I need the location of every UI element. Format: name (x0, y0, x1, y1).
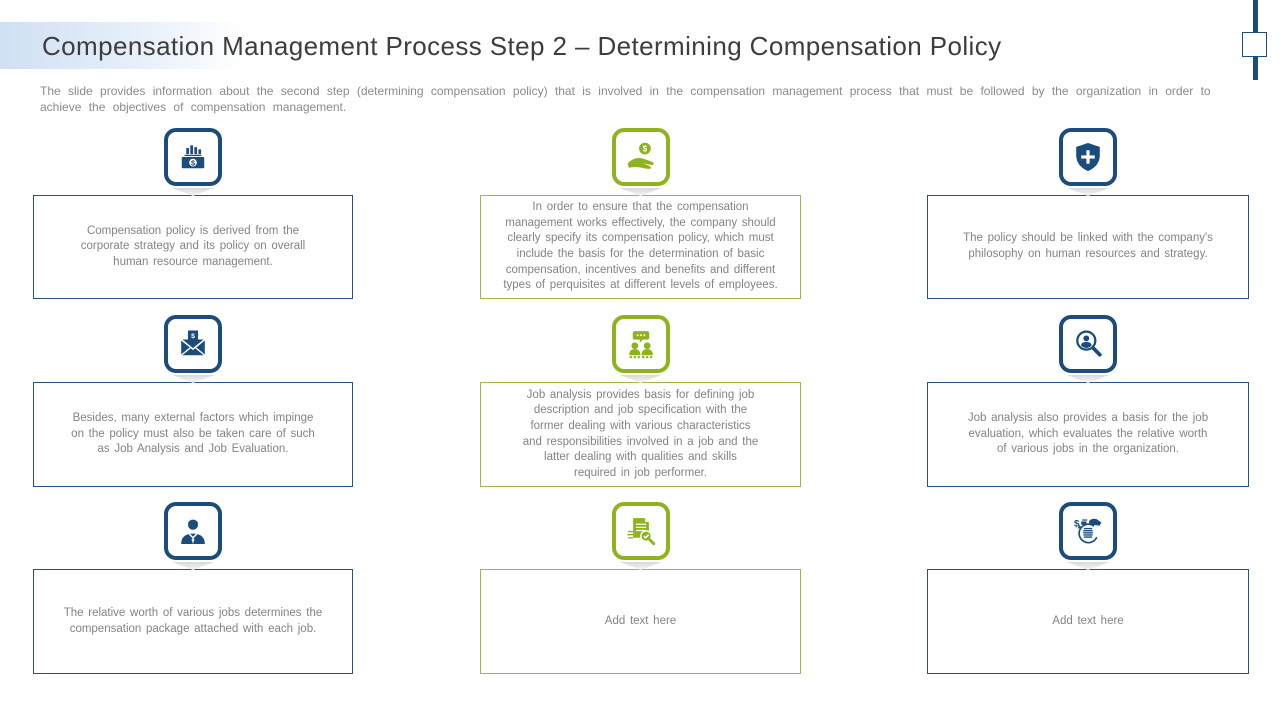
chevron-down-icon (172, 562, 214, 570)
process-cell: $ Besides, many external factors which i… (33, 315, 353, 487)
chevron-down-icon (619, 375, 662, 383)
text-box: Job analysis provides basis for defining… (480, 382, 801, 487)
icon-tile (164, 502, 222, 560)
svg-text:$: $ (642, 144, 647, 153)
chevron-down-icon (1067, 562, 1109, 570)
svg-text:$: $ (191, 333, 195, 340)
hand-coin-icon: $ (627, 142, 654, 169)
process-cell: Job analysis also provides a basis for t… (927, 315, 1249, 487)
chevron-down-icon (172, 188, 214, 196)
icon-tile (1059, 315, 1117, 373)
icon-tile: $ (164, 315, 222, 373)
text-box: Job analysis also provides a basis for t… (927, 382, 1249, 487)
document-search-icon (626, 518, 655, 546)
text-placeholder[interactable]: Add text here (927, 569, 1249, 674)
svg-text:$: $ (191, 158, 195, 167)
icon-tile (611, 315, 670, 373)
process-cell: Add text here (480, 502, 801, 674)
money-envelope-icon: $ (180, 330, 206, 356)
process-cell: $ In order to ensure that the compensati… (480, 128, 801, 299)
slide-description: The slide provides information about the… (40, 84, 1211, 114)
icon-tile (611, 502, 670, 560)
icon-tile: $ (1059, 502, 1117, 560)
chevron-down-icon (619, 188, 662, 196)
deco-square (1242, 32, 1267, 57)
team-discussion-icon (628, 331, 653, 359)
money-chart-icon: $ (181, 145, 205, 169)
text-placeholder[interactable]: Add text here (480, 569, 801, 674)
icon-tile: $ (611, 128, 670, 186)
text-box: In order to ensure that the compensation… (480, 195, 801, 299)
chevron-down-icon (172, 375, 214, 383)
title-highlight-bar (0, 22, 245, 69)
chevron-down-icon (1067, 375, 1109, 383)
process-cell: The relative worth of various jobs deter… (33, 502, 353, 674)
candidate-search-icon (1076, 330, 1102, 357)
process-cell: The policy should be linked with the com… (927, 128, 1249, 299)
icon-tile (1059, 128, 1117, 186)
icon-tile: $ (164, 128, 222, 186)
page-title: Compensation Management Process Step 2 –… (42, 31, 1002, 61)
shield-plus-icon (1076, 142, 1100, 172)
process-cell: $ Compensation policy is derived from th… (33, 128, 353, 299)
text-box: Besides, many external factors which imp… (33, 382, 353, 487)
cash-flow-icon: $ (1074, 519, 1102, 544)
svg-text:$: $ (1074, 519, 1080, 530)
process-cell: Job analysis provides basis for defining… (480, 315, 801, 487)
businessman-icon (181, 519, 205, 545)
text-box: The relative worth of various jobs deter… (33, 569, 353, 674)
chevron-down-icon (619, 562, 662, 570)
process-cell: $ Add text here (927, 502, 1249, 674)
text-box: The policy should be linked with the com… (927, 195, 1249, 299)
text-box: Compensation policy is derived from the … (33, 195, 353, 299)
chevron-down-icon (1067, 188, 1109, 196)
